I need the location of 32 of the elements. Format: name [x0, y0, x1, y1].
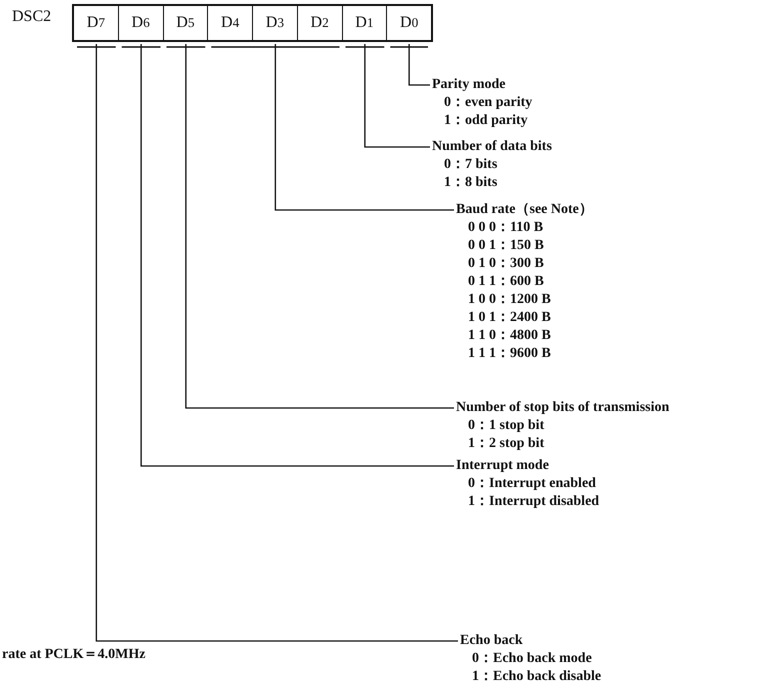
field-heading: Parity mode — [432, 76, 506, 94]
leader-line — [274, 44, 454, 211]
option-text: 0 1 0：300 B — [467, 255, 545, 273]
register-name: DSC2 — [12, 8, 52, 26]
leader-line — [96, 44, 458, 642]
option-text: 0：Interrupt enabled — [467, 475, 597, 493]
field-heading: Echo back — [460, 632, 524, 650]
option-text: 0：7 bits — [443, 156, 498, 174]
leader-line — [364, 44, 430, 148]
option-text: 1：2 stop bit — [467, 435, 546, 453]
option-text: 0：even parity — [443, 94, 532, 112]
option-text: 1：Echo back disable — [471, 668, 602, 686]
leader-line — [185, 44, 454, 409]
option-text: 0 0 0：110 B — [467, 219, 544, 237]
field-heading: Interrupt mode — [456, 457, 550, 475]
option-text: 1 1 1：9600 B — [467, 345, 552, 363]
field-heading: Number of stop bits of transmission — [456, 399, 670, 417]
option-text: 1 1 0：4800 B — [467, 327, 552, 345]
option-text: 1：8 bits — [443, 174, 498, 192]
option-text: 0：Echo back mode — [471, 650, 593, 668]
option-text: 1：odd parity — [443, 112, 529, 130]
option-text: 1 0 1：2400 B — [467, 309, 552, 327]
option-text: 0：1 stop bit — [467, 417, 546, 435]
field-heading: Baud rate（see Note） — [456, 201, 593, 219]
option-text: 0 0 1：150 B — [467, 237, 545, 255]
option-text: 0 1 1：600 B — [467, 273, 545, 291]
leader-line — [408, 44, 430, 86]
note-text: rate at PCLK＝4.0MHz — [2, 646, 146, 663]
option-text: 1：Interrupt disabled — [467, 493, 600, 511]
leader-line — [140, 44, 454, 467]
field-heading: Number of data bits — [432, 138, 552, 156]
option-text: 1 0 0：1200 B — [467, 291, 552, 309]
